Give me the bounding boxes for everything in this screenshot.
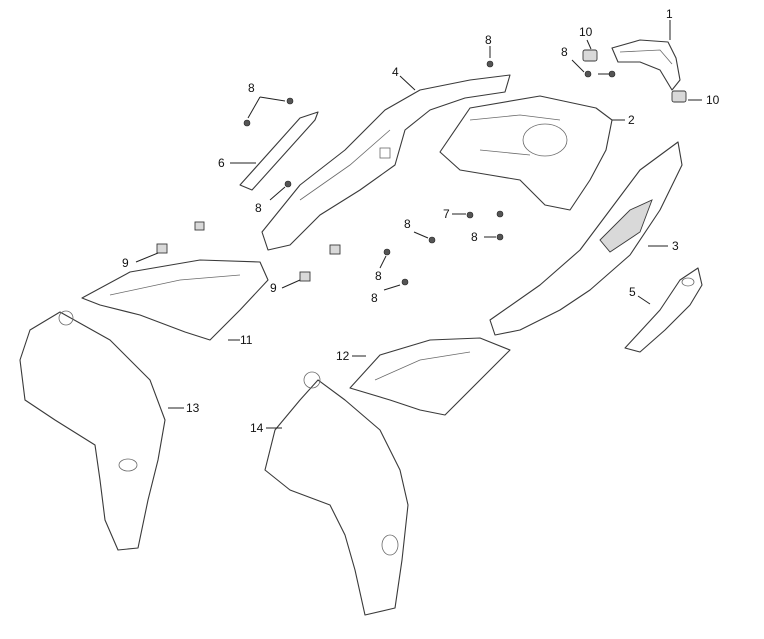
part-13-left-panel [19, 310, 166, 551]
callout-8g: 8 [375, 269, 382, 283]
part-12-lower-cover [349, 337, 511, 416]
callout-2: 2 [628, 113, 635, 127]
callout-labels: 1 2 3 4 5 6 7 8 8 8 8 8 8 8 8 9 9 10 10 … [122, 7, 720, 435]
callout-10a: 10 [579, 25, 593, 39]
callout-3: 3 [672, 239, 679, 253]
callout-8c: 8 [561, 45, 568, 59]
part-1-rear-bracket [611, 39, 681, 91]
callout-6: 6 [218, 156, 225, 170]
part-3-side-fairing [489, 141, 683, 336]
callout-13: 13 [186, 401, 200, 415]
callout-9a: 9 [122, 256, 129, 270]
callout-1: 1 [666, 7, 673, 21]
part-4-side-rail [261, 74, 511, 251]
callout-8a: 8 [485, 33, 492, 47]
leader-lines [135, 20, 702, 429]
callout-8h: 8 [371, 291, 378, 305]
callout-14: 14 [250, 421, 264, 435]
callout-10b: 10 [706, 93, 720, 107]
callout-7: 7 [443, 207, 450, 221]
part-6-trim-strip [239, 111, 319, 191]
part-10-clips [582, 49, 687, 103]
callout-12: 12 [336, 349, 350, 363]
callout-4: 4 [392, 65, 399, 79]
part-5-bracket-arm [624, 267, 703, 353]
callout-5: 5 [629, 285, 636, 299]
callout-8f: 8 [471, 230, 478, 244]
callout-8d: 8 [255, 201, 262, 215]
part-11-under-cover [81, 259, 269, 341]
callout-9b: 9 [270, 281, 277, 295]
callout-8e: 8 [404, 217, 411, 231]
part-2-tail-frame [439, 95, 613, 211]
part-14-right-panel [264, 371, 409, 616]
callout-8b: 8 [248, 81, 255, 95]
screws [156, 60, 616, 286]
callout-11: 11 [240, 333, 253, 347]
